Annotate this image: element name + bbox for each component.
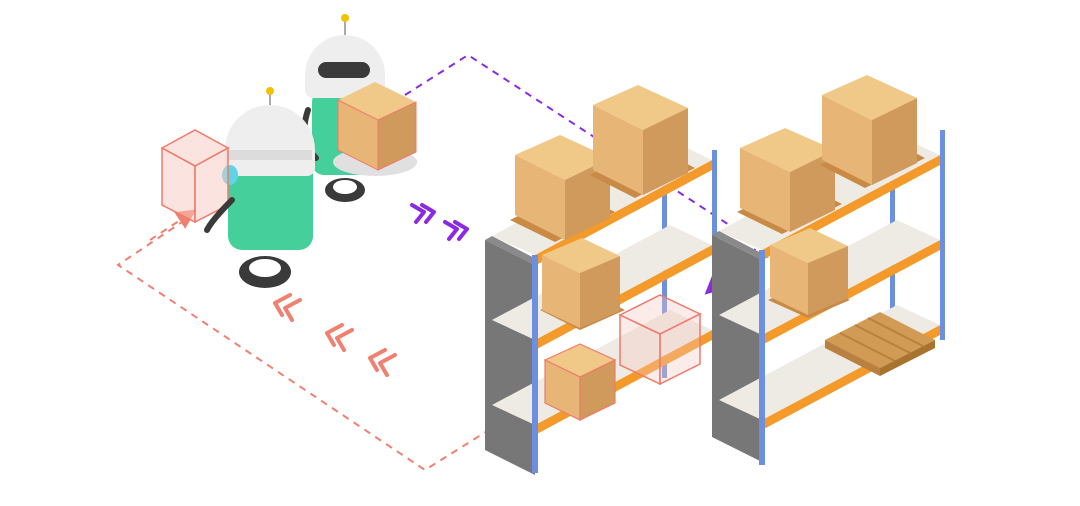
shelving-rack-1 [485, 85, 717, 475]
ghost-box-icon [160, 129, 230, 224]
box-icon [737, 128, 842, 234]
box-icon [543, 343, 617, 421]
box-icon [540, 238, 625, 330]
ghost-box-icon [618, 294, 702, 386]
box-icon [820, 75, 925, 188]
delivery-chevron-arrows [410, 203, 469, 241]
chevron-arrow-icon [443, 220, 469, 241]
shelving-rack-2 [712, 75, 945, 465]
chevron-arrow-icon [368, 348, 397, 377]
return-chevron-arrows [273, 293, 397, 377]
chevron-arrow-icon [273, 293, 302, 322]
chevron-arrow-icon [325, 323, 354, 352]
box-icon [590, 85, 695, 198]
box-icon [768, 228, 850, 318]
box-icon [337, 82, 417, 171]
robot-icon [301, 14, 417, 202]
robot-icon [160, 87, 315, 288]
return-path [116, 209, 541, 472]
chevron-arrow-icon [410, 203, 436, 224]
pallet-icon [825, 312, 935, 376]
